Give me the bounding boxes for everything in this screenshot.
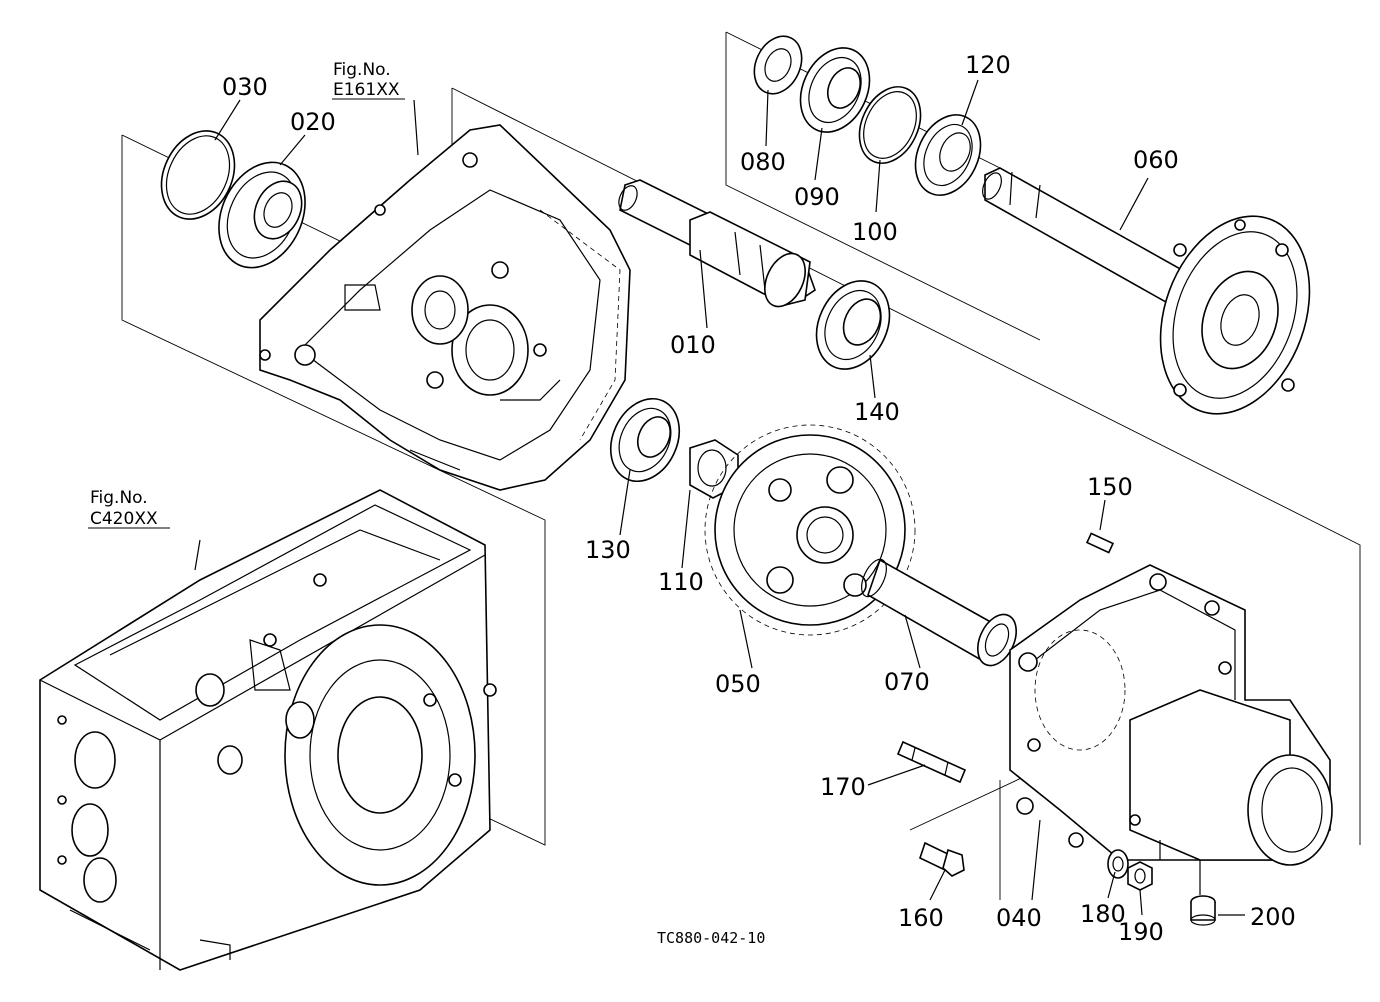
part-010-pinion-shaft	[618, 179, 816, 308]
label-190: 190	[1118, 918, 1164, 946]
part-040-gear-case	[1009, 564, 1333, 895]
label-100: 100	[852, 218, 898, 246]
label-010: 010	[670, 331, 716, 359]
label-200: 200	[1250, 903, 1296, 931]
part-050-gear	[704, 424, 916, 636]
part-030-snap-ring	[160, 130, 236, 220]
part-150-pin	[1085, 532, 1115, 554]
label-110: 110	[658, 568, 704, 596]
label-180: 180	[1080, 900, 1126, 928]
front-housing-e161	[259, 124, 631, 491]
part-130-bearing	[609, 397, 681, 483]
label-070: 070	[884, 668, 930, 696]
drawing-code: TC880-042-10	[657, 929, 765, 947]
label-140: 140	[854, 398, 900, 426]
part-170-stud	[896, 740, 967, 784]
label-120: 120	[965, 51, 1011, 79]
label-020: 020	[290, 108, 336, 136]
leader-lines	[194, 79, 1245, 916]
part-labels: 030 020 010 140 130 110 050 070 080 090 …	[222, 51, 1296, 946]
part-200-plug	[1190, 895, 1216, 926]
label-170: 170	[820, 773, 866, 801]
figure-ref-c420-line2: C420XX	[90, 509, 158, 529]
part-140-bearing	[815, 280, 891, 370]
part-100-snap-ring	[858, 86, 922, 164]
label-090: 090	[794, 183, 840, 211]
label-030: 030	[222, 73, 268, 101]
label-150: 150	[1087, 473, 1133, 501]
part-180-washer	[1107, 849, 1129, 879]
part-060-flange-shaft	[982, 167, 1311, 415]
label-060: 060	[1133, 146, 1179, 174]
part-070-collar	[861, 558, 1017, 667]
part-090-bearing	[799, 47, 871, 133]
figure-ref-e161-line2: E161XX	[333, 80, 400, 100]
part-080-shim	[753, 35, 803, 95]
part-120-oil-seal	[914, 114, 982, 196]
label-050: 050	[715, 670, 761, 698]
label-130: 130	[585, 536, 631, 564]
label-160: 160	[898, 904, 944, 932]
figure-ref-e161-line1: Fig.No.	[333, 60, 391, 80]
figure-ref-c420: Fig.No. C420XX	[88, 488, 170, 529]
label-080: 080	[740, 148, 786, 176]
figure-ref-e161: Fig.No. E161XX	[332, 60, 405, 100]
part-190-nut	[1127, 861, 1153, 891]
part-020-bearing	[218, 161, 306, 269]
label-040: 040	[996, 904, 1042, 932]
part-160-bolt	[919, 841, 965, 877]
figure-ref-c420-line1: Fig.No.	[90, 488, 148, 508]
transmission-case-c420	[39, 489, 497, 971]
